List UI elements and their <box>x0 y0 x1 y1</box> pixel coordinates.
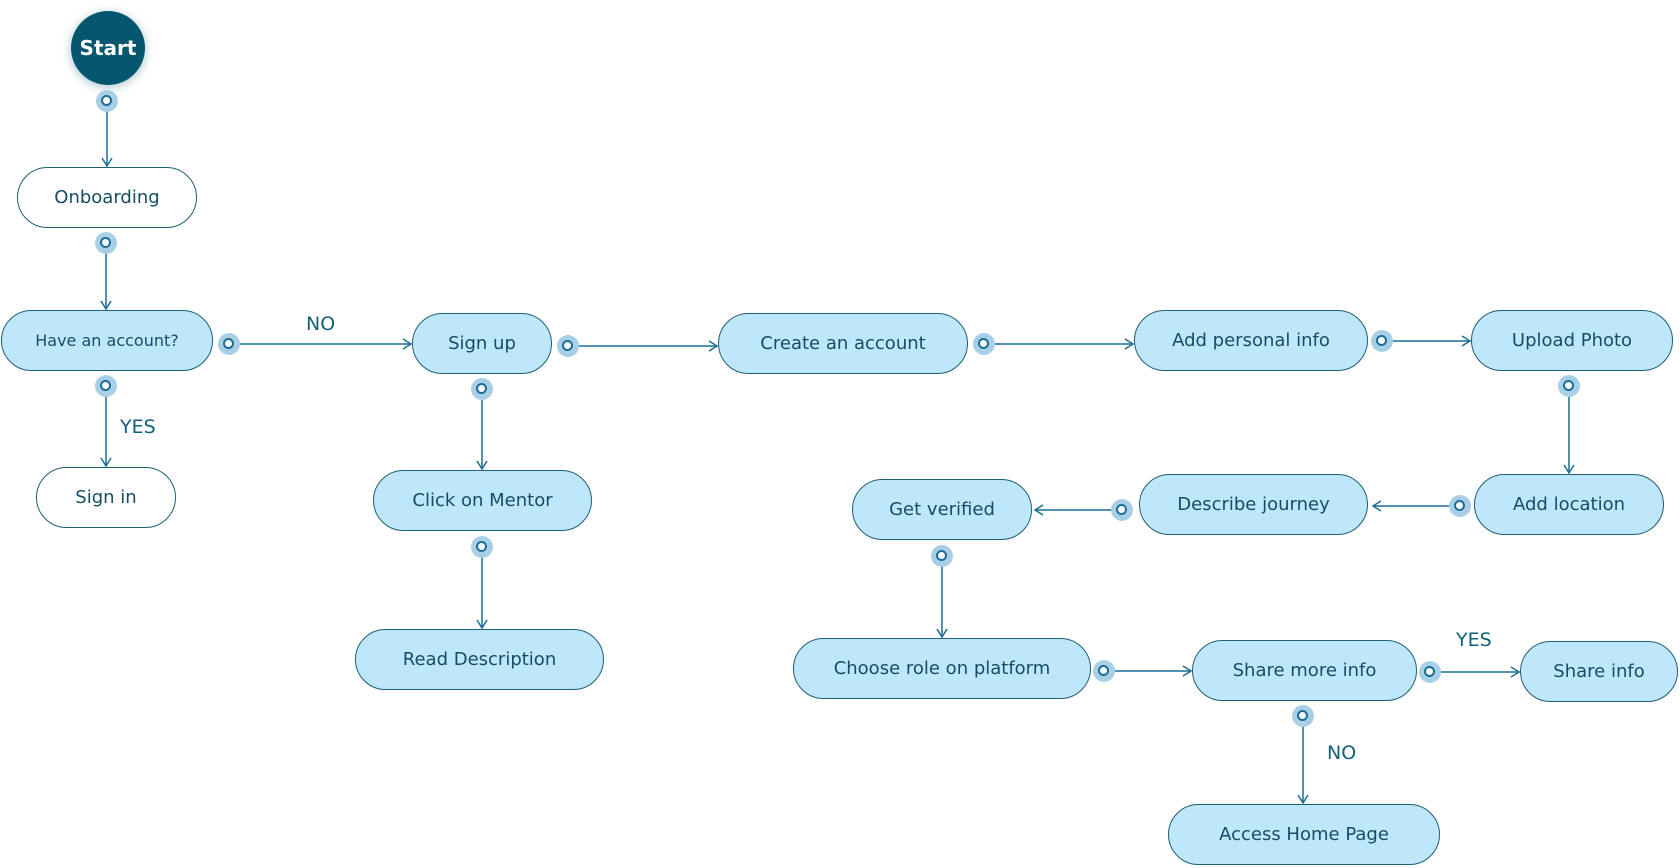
connector-icon[interactable] <box>931 545 953 567</box>
connector-icon[interactable] <box>471 536 493 558</box>
node-share-more-info: Share more info <box>1192 640 1417 701</box>
connector-icon[interactable] <box>1419 661 1441 683</box>
connector-icon[interactable] <box>95 375 117 397</box>
connector-icon[interactable] <box>557 335 579 357</box>
connector-icon[interactable] <box>95 232 117 254</box>
connector-icon[interactable] <box>471 378 493 400</box>
connector-icon[interactable] <box>1449 495 1471 517</box>
node-have-account: Have an account? <box>1 310 213 371</box>
node-click-mentor: Click on Mentor <box>373 470 592 531</box>
node-share-info: Share info <box>1520 641 1678 702</box>
connector-icon[interactable] <box>1558 375 1580 397</box>
connector-icon[interactable] <box>1371 330 1393 352</box>
connector-icon[interactable] <box>1292 705 1314 727</box>
edge-label-yes: YES <box>120 416 156 438</box>
node-create-account: Create an account <box>718 313 968 374</box>
edge-label-no: NO <box>306 313 336 335</box>
connector-icon[interactable] <box>1111 499 1133 521</box>
node-add-location: Add location <box>1474 474 1664 535</box>
edge-label-yes: YES <box>1456 629 1492 651</box>
connector-icon[interactable] <box>218 333 240 355</box>
node-sign-up: Sign up <box>412 313 552 374</box>
connector-icon[interactable] <box>1093 660 1115 682</box>
node-onboarding: Onboarding <box>17 167 197 228</box>
node-choose-role: Choose role on platform <box>793 638 1091 699</box>
node-describe-journey: Describe journey <box>1139 474 1368 535</box>
node-sign-in: Sign in <box>36 467 176 528</box>
node-upload-photo: Upload Photo <box>1471 310 1673 371</box>
node-add-personal-info: Add personal info <box>1134 310 1368 371</box>
node-access-home: Access Home Page <box>1168 804 1440 865</box>
start-node: Start <box>71 11 145 85</box>
connector-icon[interactable] <box>973 333 995 355</box>
start-label: Start <box>79 36 137 60</box>
node-get-verified: Get verified <box>852 479 1032 540</box>
node-read-description: Read Description <box>355 629 604 690</box>
connector-icon[interactable] <box>96 90 118 112</box>
edge-label-no: NO <box>1327 742 1357 764</box>
